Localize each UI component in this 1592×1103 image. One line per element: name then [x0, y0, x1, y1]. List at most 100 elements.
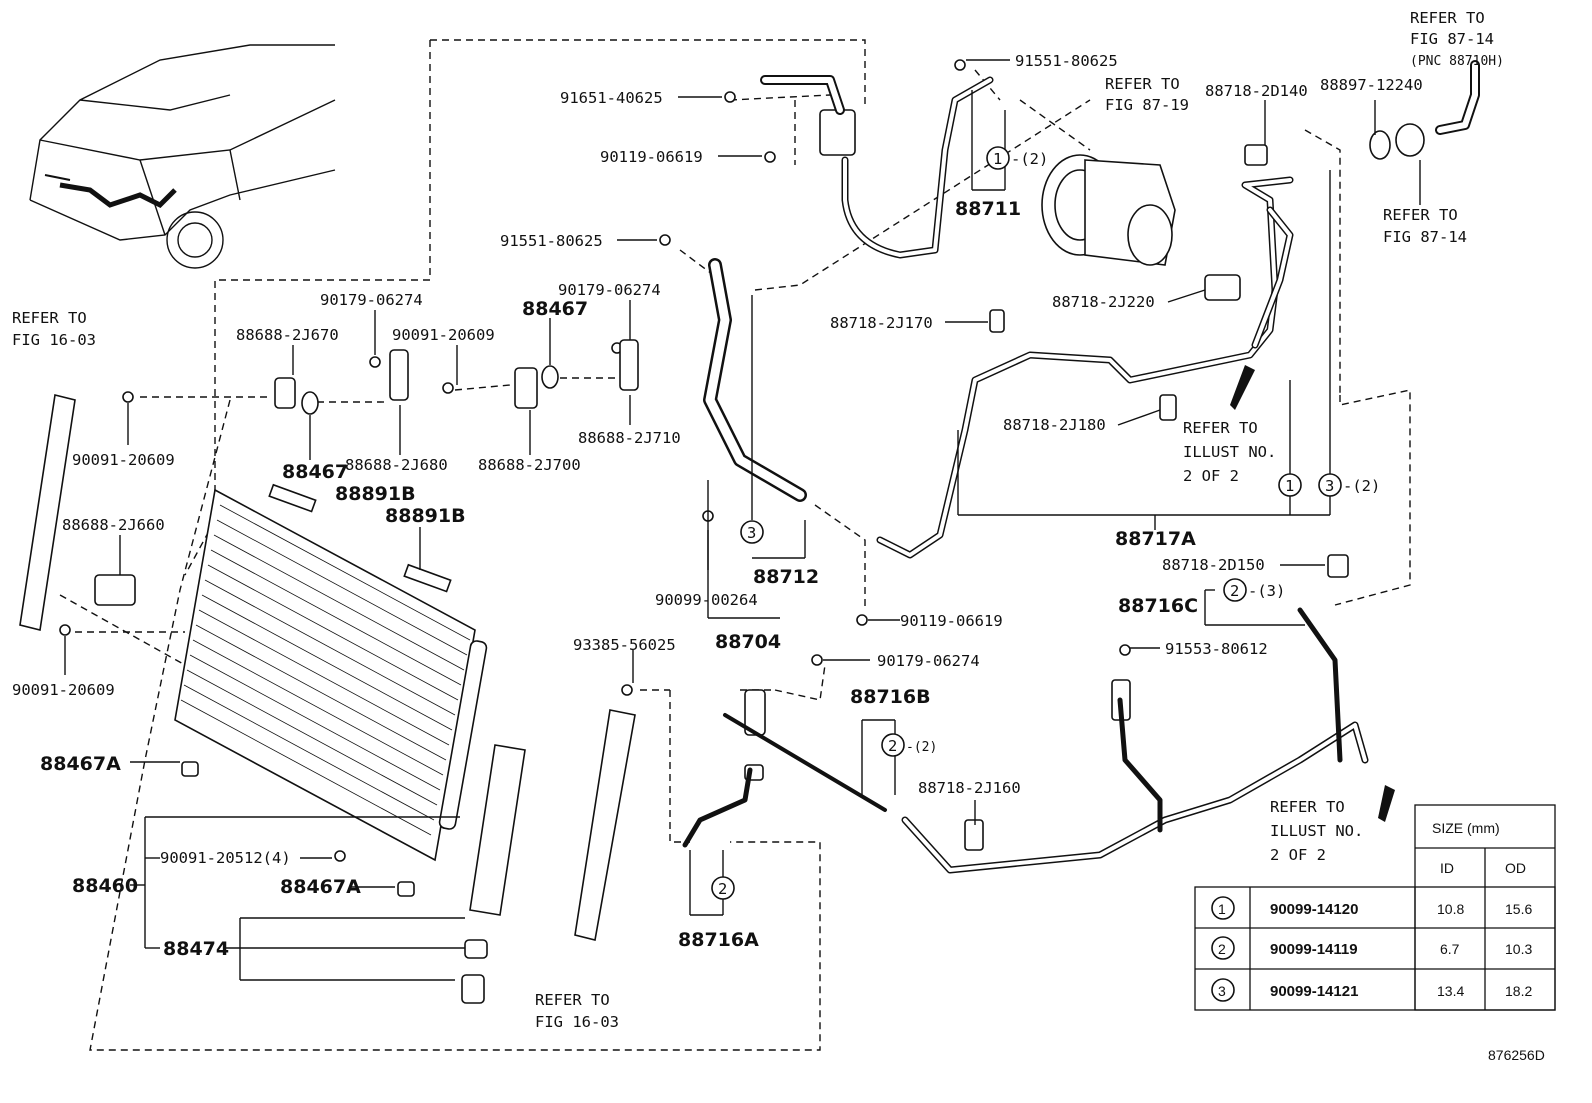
table-row-part: 90099-14119 — [1270, 941, 1358, 958]
ref-line: REFER TO — [1270, 798, 1345, 816]
part-label: 90179-06274 — [320, 291, 423, 309]
part-label: 88467 — [282, 461, 348, 483]
callout-circle-2 — [711, 876, 735, 900]
part-label: 88716B — [850, 686, 931, 708]
hardware — [59, 59, 1425, 1004]
part-label: 88718-2J220 — [1052, 293, 1155, 311]
table-row-id: 6.7 — [1440, 941, 1460, 957]
table-row-part: 90099-14121 — [1270, 983, 1358, 1000]
table-row-id: 13.4 — [1437, 983, 1464, 999]
part-label: 90091-20609 — [392, 326, 495, 344]
callout-number: 1 — [993, 150, 1002, 168]
callout-number: 2 — [1230, 582, 1239, 600]
size-table-header: SIZE (mm) — [1432, 820, 1500, 836]
table-row-id: 10.8 — [1437, 901, 1464, 917]
table-row-part: 90099-14120 — [1270, 901, 1358, 918]
side-seals — [19, 394, 636, 941]
part-label: 88704 — [715, 631, 781, 653]
part-label: 88474 — [163, 938, 229, 960]
circle-callouts: 1 -(2) 3 1 3 -(2) 2 -(3) 2 -(2) 2 — [711, 146, 1380, 900]
ref-line: FIG 16-03 — [535, 1013, 619, 1031]
callout-qty: -(2) — [1343, 477, 1380, 495]
part-labels: 91651-40625 90119-06619 91551-80625 8871… — [12, 52, 1423, 960]
ref-line: REFER TO — [1410, 9, 1485, 27]
ref-line: ILLUST NO. — [1183, 443, 1276, 461]
part-label: 90119-06619 — [600, 148, 703, 166]
table-row-od: 18.2 — [1505, 983, 1532, 999]
table-row-num: 3 — [1218, 983, 1226, 999]
ref-line: REFER TO — [535, 991, 610, 1009]
part-label: 88718-2J180 — [1003, 416, 1106, 434]
ref-line: FIG 87-14 — [1410, 30, 1494, 48]
ref-line: 2 OF 2 — [1270, 846, 1326, 864]
part-label: 88718-2J170 — [830, 314, 933, 332]
part-label: 88467 — [522, 298, 588, 320]
part-label: 88688-2J680 — [345, 456, 448, 474]
part-label: 91651-40625 — [560, 89, 663, 107]
table-row-num: 2 — [1218, 941, 1226, 957]
part-label: 88467A — [280, 876, 361, 898]
reference-notes: REFER TO FIG 87-14 (PNC 88710H) REFER TO… — [12, 9, 1504, 1031]
part-label: 88467A — [40, 753, 121, 775]
ref-line: (PNC 88710H) — [1410, 54, 1504, 69]
part-label: 88460 — [72, 875, 138, 897]
ref-line: REFER TO — [1183, 419, 1258, 437]
assembly-boundaries — [59, 39, 1411, 1051]
part-label: 88718-2D150 — [1162, 556, 1265, 574]
callout-number: 3 — [1325, 477, 1334, 495]
size-table-col-od: OD — [1505, 860, 1526, 876]
part-label: 88718-2J160 — [918, 779, 1021, 797]
part-label: 91551-80625 — [1015, 52, 1118, 70]
callout-qty: -(2) — [906, 740, 937, 755]
part-label: 93385-56025 — [573, 636, 676, 654]
part-label: 88718-2D140 — [1205, 82, 1308, 100]
size-table: SIZE (mm) ID OD 1 90099-14120 10.8 15.6 … — [1194, 804, 1556, 1011]
callout-qty: -(2) — [1011, 150, 1048, 168]
part-label: 88688-2J700 — [478, 456, 581, 474]
vehicle-illustration — [29, 44, 336, 269]
part-label: 88716A — [678, 929, 759, 951]
part-label: 88716C — [1118, 595, 1198, 617]
part-label: 88891B — [335, 483, 416, 505]
part-label: 90119-06619 — [900, 612, 1003, 630]
table-row-od: 15.6 — [1505, 901, 1532, 917]
figure-id: 876256D — [1488, 1047, 1545, 1063]
table-row-od: 10.3 — [1505, 941, 1532, 957]
part-label: 91551-80625 — [500, 232, 603, 250]
callout-circle-2 — [881, 733, 905, 757]
callout-number: 3 — [747, 524, 756, 542]
callout-circle-1 — [986, 146, 1010, 170]
callout-number: 1 — [1285, 477, 1294, 495]
ref-line: REFER TO — [1105, 75, 1180, 93]
ref-line: FIG 16-03 — [12, 331, 96, 349]
part-label: 88688-2J660 — [62, 516, 165, 534]
part-label: 91553-80612 — [1165, 640, 1268, 658]
part-label: 90099-00264 — [655, 591, 758, 609]
callout-circle-3 — [740, 520, 764, 544]
leader-lines — [64, 59, 1421, 981]
part-label: 90091-20609 — [72, 451, 175, 469]
part-label: 90091-20609 — [12, 681, 115, 699]
hoses — [682, 60, 1480, 874]
part-label: 88891B — [385, 505, 466, 527]
callout-number: 2 — [888, 737, 897, 755]
ref-line: ILLUST NO. — [1270, 822, 1363, 840]
table-row-num: 1 — [1218, 901, 1226, 917]
part-label: 90179-06274 — [877, 652, 980, 670]
part-label: 90091-20512(4) — [160, 849, 291, 867]
ref-line: FIG 87-14 — [1383, 228, 1467, 246]
callout-circle-3 — [1318, 473, 1342, 497]
size-table-col-id: ID — [1440, 860, 1454, 876]
part-label: 88897-12240 — [1320, 76, 1423, 94]
condenser-88460 — [174, 483, 488, 862]
callout-circle-1 — [1278, 473, 1302, 497]
part-label: 88711 — [955, 198, 1021, 220]
callout-circle-2 — [1223, 578, 1247, 602]
callout-number: 2 — [718, 880, 727, 898]
ref-line: REFER TO — [12, 309, 87, 327]
compressor — [1041, 154, 1176, 266]
ref-line: REFER TO — [1383, 206, 1458, 224]
part-label: 90179-06274 — [558, 281, 661, 299]
